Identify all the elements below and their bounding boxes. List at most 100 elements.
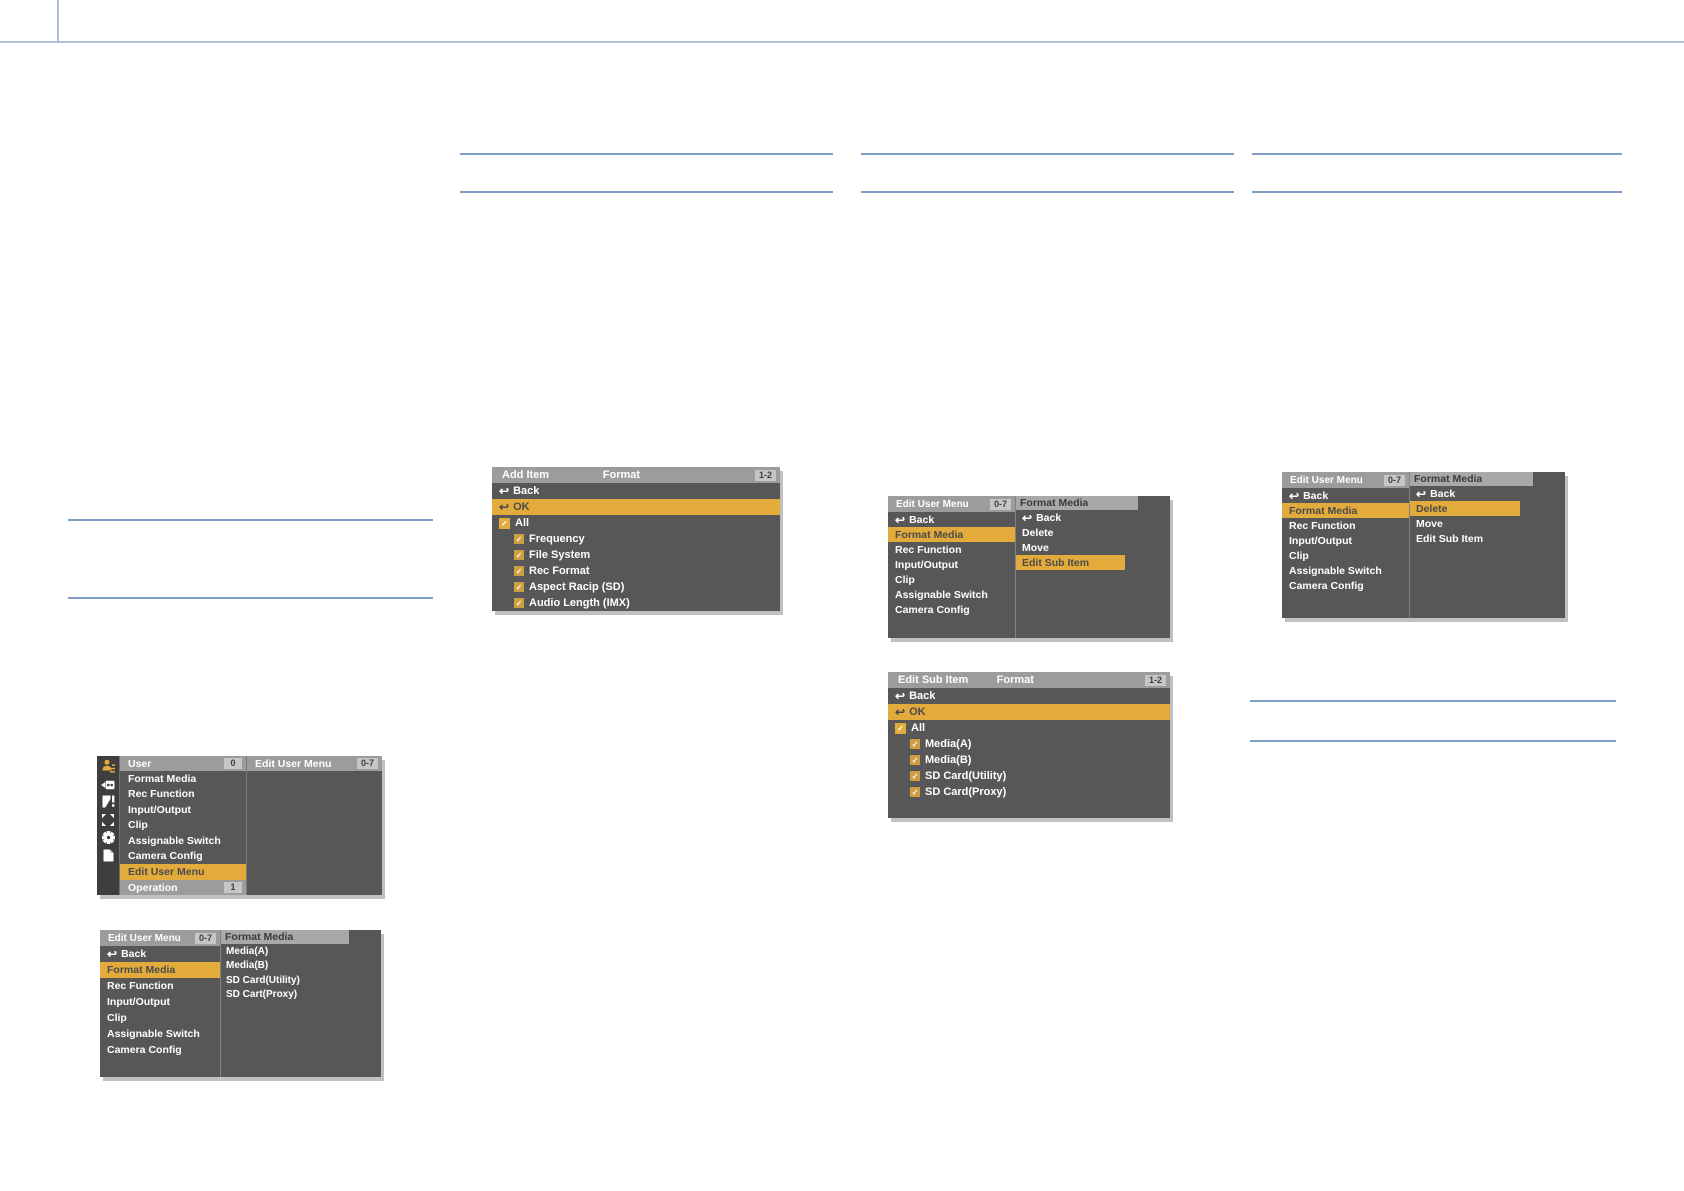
ruled-line bbox=[1250, 700, 1616, 702]
menu-item-edit-user-menu[interactable]: Edit User Menu bbox=[120, 864, 246, 880]
checkbox-item-rec-format[interactable]: Rec Format bbox=[492, 563, 780, 579]
checkbox-checked-icon[interactable] bbox=[910, 739, 920, 749]
checkbox-item-aspect-racip[interactable]: Aspect Racip (SD) bbox=[492, 579, 780, 595]
sub-item-sd-cart-proxy[interactable]: SD Cart(Proxy) bbox=[226, 989, 298, 1001]
menu-item-format-media[interactable]: Format Media bbox=[100, 962, 220, 978]
back-icon bbox=[107, 948, 117, 960]
menu-item-assignable-switch[interactable]: Assignable Switch bbox=[128, 834, 221, 847]
checkbox-item-audio-length[interactable]: Audio Length (IMX) bbox=[492, 595, 780, 611]
menu-item-clip[interactable]: Clip bbox=[107, 1012, 127, 1024]
pane-header: Edit User Menu 0-7 bbox=[100, 930, 220, 946]
menu-item-ok[interactable]: OK bbox=[492, 499, 780, 515]
menu-item-input-output[interactable]: Input/Output bbox=[128, 803, 191, 816]
menu-item-back[interactable]: Back bbox=[100, 946, 220, 962]
menu-item-clip[interactable]: Clip bbox=[128, 819, 148, 832]
menu-item-back[interactable]: Back bbox=[888, 688, 1170, 704]
checkbox-item-all[interactable]: All bbox=[888, 720, 1170, 736]
checkbox-item-media-b[interactable]: Media(B) bbox=[888, 752, 1170, 768]
sub-item-sd-card-utility[interactable]: SD Card(Utility) bbox=[226, 974, 300, 986]
menu-item-rec-function[interactable]: Rec Function bbox=[895, 543, 962, 556]
file-icon[interactable] bbox=[103, 849, 114, 863]
pane-header: Edit User Menu 0-7 bbox=[1282, 472, 1409, 488]
pane-footer: Operation 1 bbox=[120, 880, 246, 895]
pane-header: Add Item Format 1-2 bbox=[492, 467, 780, 483]
sub-item-edit-sub-item[interactable]: Edit Sub Item bbox=[1416, 532, 1484, 545]
menu-item-format-media[interactable]: Format Media bbox=[1282, 503, 1409, 518]
checkbox-item-all[interactable]: All bbox=[492, 515, 780, 531]
edit-user-menu-left-pane: Edit User Menu 0-7 Back Format Media Rec… bbox=[1282, 472, 1409, 618]
checkbox-checked-icon[interactable] bbox=[910, 787, 920, 797]
back-icon bbox=[895, 514, 905, 526]
checkbox-checked-icon[interactable] bbox=[514, 582, 524, 592]
back-icon bbox=[895, 690, 905, 702]
checkbox-item-file-system[interactable]: File System bbox=[492, 547, 780, 563]
checkbox-checked-icon[interactable] bbox=[910, 771, 920, 781]
edit-user-menu-screen-right: Edit User Menu 0-7 Back Format Media Rec… bbox=[1282, 472, 1565, 618]
sub-item-pane: Format Media Back Delete Move Edit Sub I… bbox=[1015, 496, 1170, 638]
menu-item-back[interactable]: Back bbox=[1282, 488, 1409, 503]
checkbox-item-sd-card-utility[interactable]: SD Card(Utility) bbox=[888, 768, 1170, 784]
menu-item-clip[interactable]: Clip bbox=[895, 573, 915, 586]
sub-item-delete[interactable]: Delete bbox=[1022, 526, 1054, 539]
sub-item-edit-sub-item[interactable]: Edit Sub Item bbox=[1016, 555, 1125, 570]
sub-item-back[interactable]: Back bbox=[1410, 486, 1565, 501]
menu-item-assignable-switch[interactable]: Assignable Switch bbox=[107, 1028, 200, 1040]
menu-item-camera-config[interactable]: Camera Config bbox=[1289, 579, 1364, 592]
pane-subtitle: Format bbox=[602, 469, 641, 481]
menu-item-ok[interactable]: OK bbox=[888, 704, 1170, 720]
checkbox-checked-icon[interactable] bbox=[514, 550, 524, 560]
checkbox-item-frequency[interactable]: Frequency bbox=[492, 531, 780, 547]
menu-item-rec-function[interactable]: Rec Function bbox=[1289, 519, 1356, 532]
checkbox-item-media-a[interactable]: Media(A) bbox=[888, 736, 1170, 752]
menu-item-back[interactable]: Back bbox=[888, 512, 1015, 527]
expand-icon[interactable] bbox=[102, 813, 114, 827]
page-header-horizontal-rule bbox=[0, 41, 1684, 43]
checkbox-checked-icon[interactable] bbox=[514, 534, 524, 544]
menu-item-camera-config[interactable]: Camera Config bbox=[107, 1044, 182, 1056]
sub-item-delete[interactable]: Delete bbox=[1410, 501, 1520, 516]
pane-header: Edit User Menu 0-7 bbox=[247, 756, 382, 771]
back-icon bbox=[1416, 488, 1426, 500]
menu-item-input-output[interactable]: Input/Output bbox=[895, 558, 958, 571]
sub-item-move[interactable]: Move bbox=[1022, 541, 1049, 554]
menu-item-format-media[interactable]: Format Media bbox=[128, 772, 197, 785]
user-icon[interactable] bbox=[102, 759, 115, 773]
back-icon bbox=[1289, 490, 1299, 502]
media-icon[interactable] bbox=[101, 777, 115, 791]
checkbox-checked-icon[interactable] bbox=[499, 517, 510, 529]
ruled-line bbox=[460, 153, 833, 155]
ruled-line bbox=[68, 519, 433, 521]
pane-header: User 0 bbox=[120, 756, 246, 771]
checkbox-checked-icon[interactable] bbox=[514, 598, 524, 608]
menu-item-clip[interactable]: Clip bbox=[1289, 549, 1309, 562]
sub-item-media-b[interactable]: Media(B) bbox=[226, 960, 269, 972]
pane-title: Edit User Menu bbox=[1290, 474, 1363, 486]
pane-subtitle: Format bbox=[996, 674, 1034, 686]
sub-item-move[interactable]: Move bbox=[1416, 517, 1443, 530]
checkbox-checked-icon[interactable] bbox=[514, 566, 524, 576]
menu-item-camera-config[interactable]: Camera Config bbox=[895, 603, 970, 616]
pane-header: Edit User Menu 0-7 bbox=[888, 496, 1015, 512]
checkbox-item-sd-card-proxy[interactable]: SD Card(Proxy) bbox=[888, 784, 1170, 800]
pane-title: Edit Sub Item bbox=[898, 674, 969, 686]
menu-item-back[interactable]: Back bbox=[492, 483, 780, 499]
menu-item-input-output[interactable]: Input/Output bbox=[1289, 534, 1352, 547]
checkbox-checked-icon[interactable] bbox=[910, 755, 920, 765]
menu-item-camera-config[interactable]: Camera Config bbox=[128, 850, 203, 863]
menu-item-rec-function[interactable]: Rec Function bbox=[128, 788, 195, 801]
menu-item-input-output[interactable]: Input/Output bbox=[107, 996, 170, 1008]
menu-item-rec-function[interactable]: Rec Function bbox=[107, 980, 174, 992]
sub-item-media-a[interactable]: Media(A) bbox=[226, 945, 269, 957]
edit-icon[interactable] bbox=[102, 795, 115, 809]
ruled-line bbox=[861, 191, 1234, 193]
range-badge: 1-2 bbox=[754, 469, 776, 481]
gear-icon[interactable] bbox=[101, 831, 115, 845]
menu-item-assignable-switch[interactable]: Assignable Switch bbox=[1289, 564, 1382, 577]
edit-user-menu-screen-center: Edit User Menu 0-7 Back Format Media Rec… bbox=[888, 496, 1170, 638]
sub-item-back[interactable]: Back bbox=[1016, 510, 1170, 525]
menu-item-assignable-switch[interactable]: Assignable Switch bbox=[895, 588, 988, 601]
menu-category-sidebar bbox=[97, 756, 120, 895]
checkbox-checked-icon[interactable] bbox=[895, 722, 906, 734]
menu-item-format-media[interactable]: Format Media bbox=[888, 527, 1015, 542]
ruled-line bbox=[1252, 153, 1622, 155]
